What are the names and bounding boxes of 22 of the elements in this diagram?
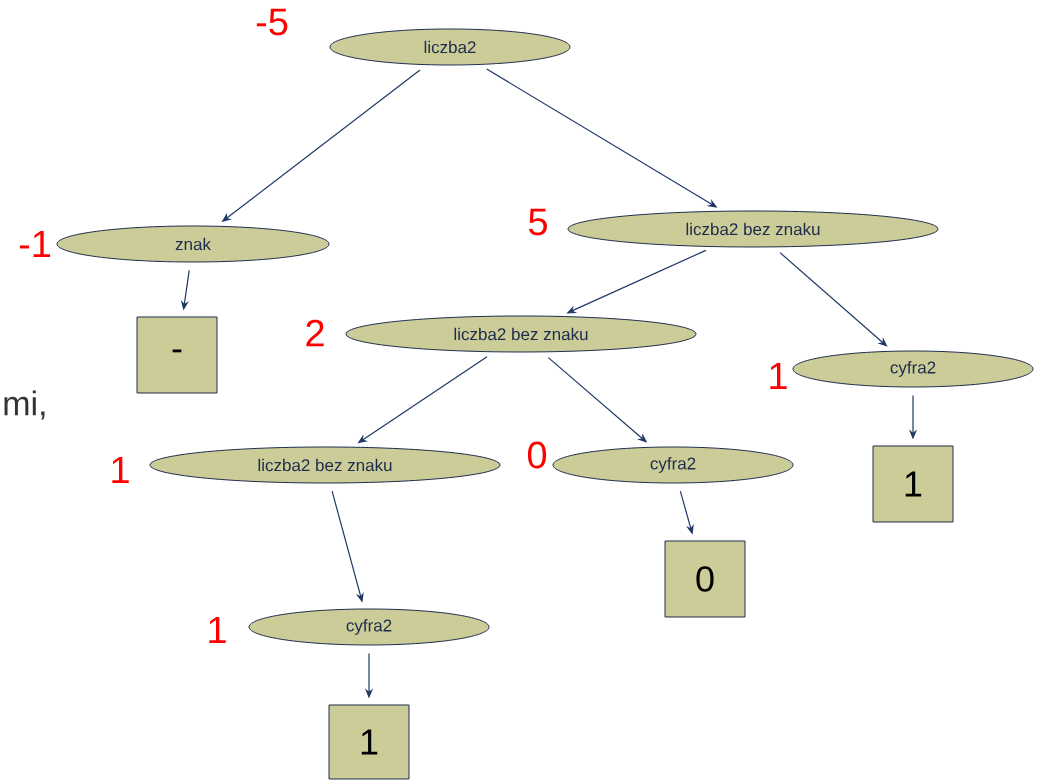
value-label: -1 [19,230,51,258]
value-label: -5 [256,8,288,36]
ellipse-node: cyfra2 [248,608,490,646]
ellipse-node: liczba2 bez znaku [345,315,697,353]
terminal-box: 0 [664,540,746,618]
value-label: 1 [209,616,226,644]
ellipse-node: cyfra2 [552,446,794,484]
arrow [779,252,888,347]
value-label: 1 [770,362,787,390]
value-label: 0 [527,441,547,469]
value-label: 2 [306,319,324,347]
terminal-box: - [136,316,218,394]
value-label: 5 [528,208,547,236]
ellipse-node: liczba2 bez znaku [149,446,501,484]
ellipse-node: znak [56,225,330,263]
terminal-box: 1 [328,704,410,780]
ellipse-node: liczba2 bez znaku [567,210,939,248]
value-label: 1 [112,456,129,484]
terminal-box: 1 [872,445,954,523]
ellipse-node: cyfra2 [792,350,1034,388]
ellipse-node: liczba2 [329,28,571,66]
cut-off-text: mi, [4,390,45,420]
